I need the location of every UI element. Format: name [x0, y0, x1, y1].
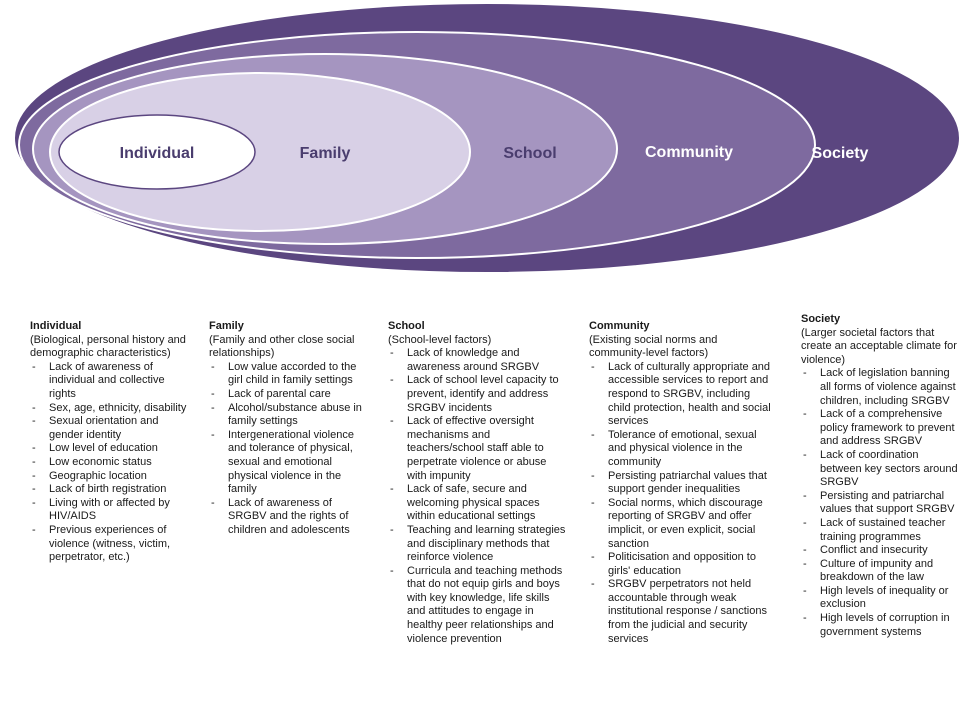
column-title: Society — [801, 313, 841, 325]
list-item: Tolerance of emotional, sexual and physi… — [589, 429, 771, 470]
list-item: Lack of safe, secure and welcoming physi… — [388, 483, 568, 524]
list-item: Conflict and insecurity — [801, 544, 963, 558]
list-item: Persisting and patriarchal values that s… — [801, 490, 963, 517]
factor-list: Lack of legislation banning all forms of… — [801, 367, 963, 639]
family-column: Family (Family and other close social re… — [209, 320, 371, 538]
list-item: Curricula and teaching methods that do n… — [388, 565, 568, 647]
list-item: Lack of knowledge and awareness around S… — [388, 347, 568, 374]
individual-label: Individual — [120, 145, 195, 162]
column-title: Individual — [30, 320, 82, 332]
list-item: Living with or affected by HIV/AIDS — [30, 497, 190, 524]
list-item: Geographic location — [30, 470, 190, 484]
factor-list: Low value accorded to the girl child in … — [209, 361, 371, 538]
list-item: Lack of culturally appropriate and acces… — [589, 361, 771, 429]
community-label: Community — [645, 144, 733, 161]
column-title: School — [388, 320, 425, 332]
column-title: Family — [209, 320, 244, 332]
column-subtitle: (Biological, personal history and demogr… — [30, 333, 186, 360]
list-item: Lack of parental care — [209, 388, 371, 402]
school-label: School — [503, 145, 556, 162]
community-column: Community (Existing social norms and com… — [589, 320, 771, 646]
list-item: Lack of a comprehensive policy framework… — [801, 408, 963, 449]
list-item: Previous experiences of violence (witnes… — [30, 524, 190, 565]
column-subtitle: (Family and other close social relations… — [209, 333, 355, 360]
list-item: Alcohol/substance abuse in family settin… — [209, 402, 371, 429]
list-item: Politicisation and opposition to girls' … — [589, 551, 771, 578]
individual-ellipse — [58, 114, 256, 190]
list-item: Persisting patriarchal values that suppo… — [589, 470, 771, 497]
column-title: Community — [589, 320, 650, 332]
individual-column: Individual (Biological, personal history… — [30, 320, 190, 565]
list-item: Low value accorded to the girl child in … — [209, 361, 371, 388]
list-item: Lack of school level capacity to prevent… — [388, 374, 568, 415]
list-item: Lack of awareness of individual and coll… — [30, 361, 190, 402]
society-column: Society (Larger societal factors that cr… — [801, 313, 963, 639]
list-item: Lack of effective oversight mechanisms a… — [388, 415, 568, 483]
list-item: High levels of corruption in government … — [801, 612, 963, 639]
list-item: Lack of coordination between key sectors… — [801, 449, 963, 490]
list-item: Lack of legislation banning all forms of… — [801, 367, 963, 408]
list-item: Teaching and learning strategies and dis… — [388, 524, 568, 565]
column-subtitle: (Existing social norms and community-lev… — [589, 333, 718, 360]
list-item: Intergenerational violence and tolerance… — [209, 429, 371, 497]
list-item: Sex, age, ethnicity, disability — [30, 402, 190, 416]
list-item: Lack of birth registration — [30, 483, 190, 497]
list-item: Social norms, which discourage reporting… — [589, 497, 771, 551]
factor-list: Lack of awareness of individual and coll… — [30, 361, 190, 565]
list-item: Lack of awareness of SRGBV and the right… — [209, 497, 371, 538]
society-label: Society — [812, 145, 869, 162]
column-subtitle: (Larger societal factors that create an … — [801, 326, 957, 366]
list-item: High levels of inequality or exclusion — [801, 585, 963, 612]
ecological-model-diagram: Individual Family School Community Socie… — [13, 2, 961, 274]
family-ellipse — [49, 72, 471, 232]
column-subtitle: (School-level factors) — [388, 333, 492, 346]
factor-list: Lack of knowledge and awareness around S… — [388, 347, 568, 646]
list-item: Low economic status — [30, 456, 190, 470]
list-item: Lack of sustained teacher training progr… — [801, 517, 963, 544]
list-item: SRGBV perpetrators not held accountable … — [589, 578, 771, 646]
family-label: Family — [300, 145, 351, 162]
list-item: Low level of education — [30, 442, 190, 456]
list-item: Sexual orientation and gender identity — [30, 415, 190, 442]
list-item: Culture of impunity and breakdown of the… — [801, 558, 963, 585]
school-column: School (School-level factors) Lack of kn… — [388, 320, 568, 646]
factor-list: Lack of culturally appropriate and acces… — [589, 361, 771, 646]
